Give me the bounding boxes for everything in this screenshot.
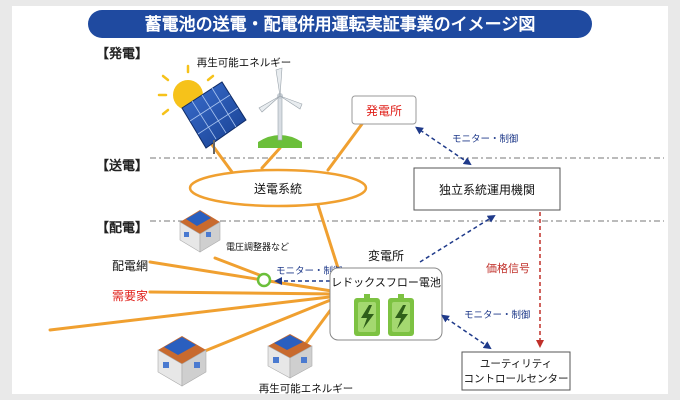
monitor-control-label-2: モニター・制御 (276, 265, 343, 277)
wind-turbine-icon (258, 67, 303, 148)
house-icon-c (267, 334, 313, 379)
renewable-top-label: 再生可能エネルギー (197, 56, 292, 69)
section-label-transmission: 【送電】 (96, 158, 148, 174)
line-consumers (148, 290, 340, 296)
line-left-branch (48, 294, 340, 332)
power-plant-label: 発電所 (366, 104, 402, 118)
line-plant-grid (326, 122, 364, 172)
solar-panel-icon (181, 81, 247, 154)
consumers-label: 需要家 (112, 288, 148, 303)
price-signal-label: 価格信号 (486, 261, 530, 275)
utility-center-node (461, 351, 571, 391)
transmission-grid-node (188, 168, 368, 208)
line-houseA-regulator (213, 256, 264, 278)
diagram-title: 蓄電池の送電・配電併用運転実証事業のイメージ図 (145, 14, 536, 35)
battery-icon-2 (388, 294, 414, 336)
link-center-substation (441, 314, 492, 350)
line-houseB (188, 295, 340, 359)
line-grid-substation (316, 203, 340, 270)
house-icon-b (157, 336, 207, 387)
link-plant-operator (415, 126, 472, 166)
line-wind-grid (260, 146, 282, 170)
monitor-control-label-1: モニター・制御 (452, 133, 519, 145)
title-banner (88, 10, 592, 38)
line-network (148, 260, 340, 294)
section-label-distribution: 【配電】 (96, 220, 148, 236)
monitor-control-label-3: モニター・制御 (464, 309, 531, 321)
substation-label: 変電所 (368, 248, 404, 263)
utility-center-label-line1: ユーティリティ (480, 358, 552, 370)
section-label-generation: 【発電】 (96, 46, 148, 62)
power-lines (48, 122, 364, 364)
transmission-grid-label: 送電系統 (254, 181, 302, 196)
operator-label: 独立系統運用機関 (439, 182, 535, 197)
voltage-regulator-label: 電圧調整器など (226, 241, 289, 253)
utility-center-label-line2: コントロールセンター (464, 373, 569, 385)
battery-icon-1 (354, 294, 380, 336)
voltage-regulator-node (256, 272, 272, 288)
battery-label: レドックスフロー電池 (331, 276, 441, 289)
link-substation-operator (419, 214, 496, 263)
renewable-bottom-label: 再生可能エネルギー (259, 382, 354, 395)
power-plant-node (351, 95, 417, 125)
distribution-network-label: 配電網 (112, 259, 148, 273)
operator-node (413, 167, 561, 211)
house-icon-a (179, 210, 221, 253)
